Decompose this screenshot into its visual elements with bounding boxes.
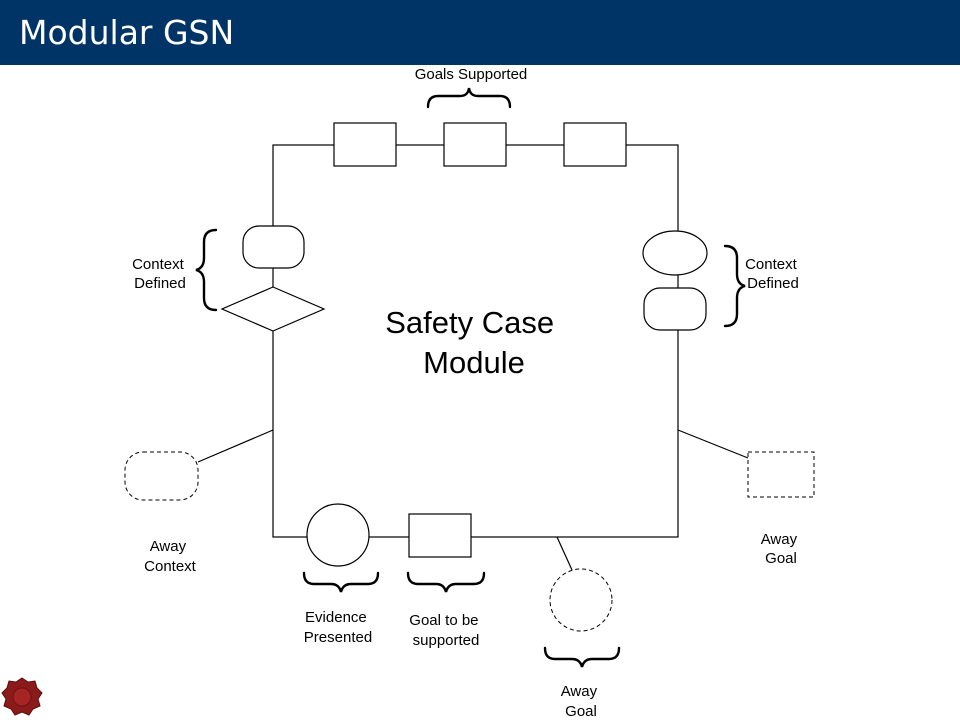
label-goal-to-be-supported: Goal to be supported xyxy=(409,612,482,649)
brace-goal-to-be-supported xyxy=(406,571,486,593)
brace-away-goal-bottom xyxy=(543,646,621,668)
label-context-defined-right: Context Defined xyxy=(745,256,801,292)
slide-title: Modular GSN xyxy=(19,13,235,52)
label-away-context: Away Context xyxy=(144,538,197,575)
connector-away-context xyxy=(197,429,274,463)
brace-evidence xyxy=(302,571,380,593)
title-bar: Modular GSN xyxy=(0,0,960,65)
away-context-shape xyxy=(124,451,199,501)
module-boundary xyxy=(272,144,679,538)
connector-away-goal-bottom xyxy=(556,536,573,571)
away-goal-circle-bottom xyxy=(549,568,613,632)
label-goals-supported: Goals Supported xyxy=(415,66,528,83)
context-shape-left xyxy=(242,225,305,269)
seal-icon xyxy=(1,677,43,716)
goal-box-bottom xyxy=(408,513,472,558)
brace-goals-supported xyxy=(426,87,512,109)
evidence-circle xyxy=(306,503,370,567)
connector-away-goal-right xyxy=(677,429,749,459)
goal-box-top-right xyxy=(563,122,627,167)
label-away-goal-bottom: Away Goal xyxy=(561,683,602,720)
label-evidence-presented: Evidence Presented xyxy=(304,609,372,646)
context-shape-right xyxy=(643,287,707,331)
ellipse-shape-right xyxy=(642,230,708,276)
label-away-goal-right: Away Goal xyxy=(761,531,802,567)
label-context-defined-left: Context Defined xyxy=(132,256,188,292)
diamond-shape-left xyxy=(220,286,326,332)
brace-context-right xyxy=(723,244,746,328)
goal-box-top-middle xyxy=(443,122,507,167)
brace-context-left xyxy=(195,228,218,312)
label-safety-case-module: Safety Case Module xyxy=(385,305,563,380)
away-goal-box-right xyxy=(747,451,815,498)
goal-box-top-left xyxy=(333,122,397,167)
